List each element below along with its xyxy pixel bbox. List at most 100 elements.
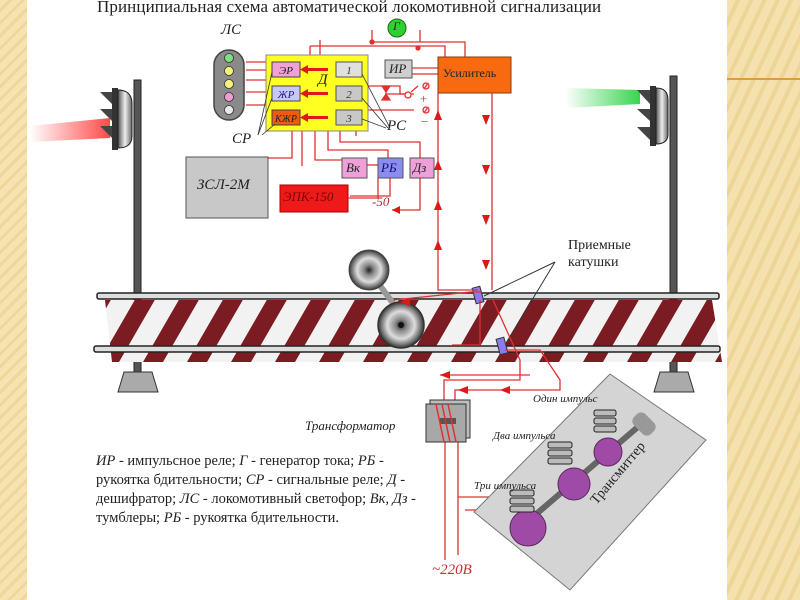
label-epk-150: ЭПК-150: [283, 189, 334, 204]
lamp-hood-icon: [637, 90, 650, 104]
decorative-strip-left: [0, 0, 27, 600]
label-sr: СР: [232, 131, 252, 147]
label-three-impulses: Три импульса: [474, 480, 537, 492]
toggle-dz[interactable]: [409, 157, 435, 179]
rs-relay-label: 3: [345, 113, 352, 125]
legend-description: - дешифратор;: [96, 472, 406, 507]
signal-relay-label: ЖР: [277, 89, 295, 101]
ls-lamps: [224, 53, 234, 115]
legend-term: СР: [245, 472, 265, 488]
legend-description: - генератор тока;: [247, 453, 358, 469]
epk-150-block: [279, 184, 349, 213]
lamp-hood-icon: [100, 126, 112, 138]
zsl-2m-block: [185, 156, 269, 219]
legend-term: РБ: [163, 510, 182, 526]
label-transformer: Трансформатор: [305, 418, 396, 433]
left-signal: [30, 79, 159, 393]
left-signal-red-beam: [30, 118, 110, 142]
legend-term: Д: [387, 472, 397, 488]
legend-description: - локомотивный светофор;: [199, 491, 370, 507]
label-zsl-2m: ЗСЛ-2М: [197, 177, 250, 193]
label-receiving-coils-line1: Приемные: [568, 238, 631, 253]
lamp-hood-icon: [100, 92, 112, 104]
rs-relay-label: 2: [346, 89, 352, 101]
label-pointers: [257, 71, 391, 136]
rs-relay: [335, 61, 363, 78]
ls-lamp: [224, 79, 234, 89]
label-plus-terminal: +: [420, 91, 428, 106]
label-220v: ~220В: [432, 562, 472, 578]
pointer-line: [505, 261, 556, 344]
legend-term: РБ: [357, 453, 376, 469]
label-ls: ЛС: [221, 22, 242, 38]
vigilance-handle-rb[interactable]: [377, 157, 404, 179]
label-decoder-d: Д: [318, 72, 328, 88]
right-signal: [565, 75, 695, 393]
label-amplifier: Усилитель: [443, 66, 497, 80]
right-signal-base: [653, 371, 695, 393]
decoder-arrows: [300, 65, 328, 122]
label-minus-terminal: −: [421, 114, 429, 129]
ls-lamp: [224, 105, 234, 115]
right-signal-head: [655, 87, 669, 145]
legend-description: - тумблеры;: [96, 491, 416, 526]
label-dz: Дз: [413, 160, 427, 175]
label-generator: Г: [393, 19, 400, 33]
label-rb: РБ: [381, 160, 397, 175]
legend-text: ИР - импульсное реле; Г - генератор тока…: [96, 452, 436, 528]
lamp-hood-icon: [637, 127, 650, 140]
ls-lamp: [224, 92, 234, 102]
rs-relay-label: 1: [346, 65, 352, 77]
impulse-relay-ir: [384, 59, 413, 79]
wheel-hub: [398, 322, 404, 328]
contact-springs: [509, 409, 617, 513]
ls-lamp: [224, 53, 234, 63]
toggle-vk[interactable]: [341, 157, 368, 179]
receiving-coil-bottom: [495, 336, 509, 356]
lamp-hood-icon: [100, 109, 112, 121]
label-one-impulse: Один импульс: [533, 393, 598, 405]
legend-description: - рукоятка бдительности.: [181, 510, 340, 526]
label-rs: РС: [387, 118, 407, 134]
wheelset: [348, 249, 425, 349]
current-flow-arrows: [400, 110, 510, 394]
decorative-accent-line: [727, 78, 800, 80]
legend-description: - сигнальные реле;: [264, 472, 388, 488]
label-minus-50: -50: [372, 194, 390, 209]
label-receiving-coils: Приемные катушки: [568, 237, 631, 271]
legend-term: Г: [239, 453, 248, 469]
generator-icon: [387, 18, 407, 38]
legend-description: - рукоятка бдительности;: [96, 453, 384, 488]
legend-term: ЛС: [179, 491, 200, 507]
ls-lamp: [224, 66, 234, 76]
signal-relays: ЭР ЖР КЖР: [271, 61, 301, 126]
transformer: [425, 399, 471, 443]
left-signal-head-plate: [112, 88, 118, 150]
wheel-far: [348, 249, 390, 291]
label-vk: Вк: [346, 160, 361, 175]
label-two-impulses: Два импульса: [493, 430, 556, 442]
rs-relay: [335, 109, 363, 126]
slide-title: Принципиальная схема автоматической локо…: [97, 0, 602, 16]
legend-term: ИР: [96, 453, 116, 469]
signal-relay-label: ЭР: [279, 65, 293, 77]
left-signal-base: [117, 371, 159, 393]
left-signal-head: [117, 89, 133, 149]
pointer-line: [483, 261, 556, 297]
rs-relay: [335, 85, 363, 102]
transmitter: [473, 373, 707, 591]
right-signal-green-beam: [565, 88, 640, 108]
cam-discs: [509, 437, 623, 547]
legend-description: - импульсное реле;: [115, 453, 240, 469]
decorative-strip-right: [727, 0, 800, 600]
lamp-hood-icon: [637, 109, 650, 121]
amplifier-block: [437, 56, 512, 94]
right-signal-head-plate: [650, 86, 656, 146]
legend-term: Вк, Дз: [369, 491, 408, 507]
signal-relay-label: КЖР: [274, 114, 297, 125]
switch-terminals: [380, 82, 430, 114]
label-receiving-coils-line2: катушки: [568, 255, 619, 270]
transmitter-motor: [632, 412, 656, 436]
label-ir: ИР: [389, 61, 407, 76]
rs-relays: 1 2 3: [335, 61, 363, 126]
